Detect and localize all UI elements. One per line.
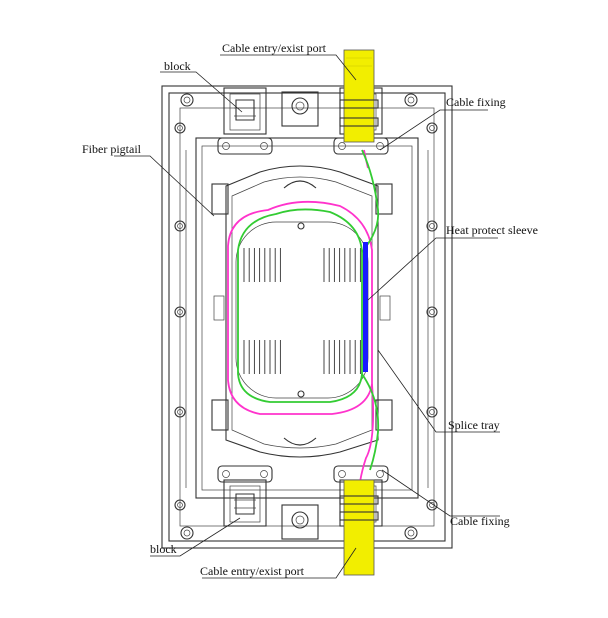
cable-clamp-bands (339, 99, 379, 521)
label-heat-protect-sleeve: Heat protect sleeve (446, 223, 538, 237)
screw-holes (174, 93, 438, 540)
enclosure-body (161, 85, 453, 549)
block-top-left (223, 87, 267, 135)
leader-lines (114, 54, 500, 579)
label-cable-entry-bottom: Cable entry/exist port (200, 564, 305, 578)
fiber-pigtail-loop (227, 200, 373, 415)
label-block-top: block (164, 59, 191, 73)
cable-top (343, 49, 375, 143)
fiber-green-entry (361, 149, 380, 253)
block-bottom-left (223, 479, 267, 527)
cable-bottom (343, 479, 375, 576)
fiber-green-loop (237, 208, 363, 403)
fiber-routing (227, 149, 380, 483)
fiber-green-exit (361, 373, 380, 471)
tray-slots (243, 248, 361, 374)
label-fiber-pigtail: Fiber pigtail (82, 142, 142, 156)
fiber-pigtail-exit (359, 383, 375, 483)
label-splice-tray: Splice tray (448, 418, 500, 432)
mount-bosses (281, 91, 319, 540)
heat-protect-sleeve (363, 242, 368, 372)
label-cable-entry-top: Cable entry/exist port (222, 41, 327, 55)
labels: Cable entry/exist port block Fiber pigta… (82, 41, 538, 578)
label-cable-fixing-top: Cable fixing (446, 95, 506, 109)
label-block-bottom: block (150, 542, 177, 556)
label-cable-fixing-bottom: Cable fixing (450, 514, 510, 528)
